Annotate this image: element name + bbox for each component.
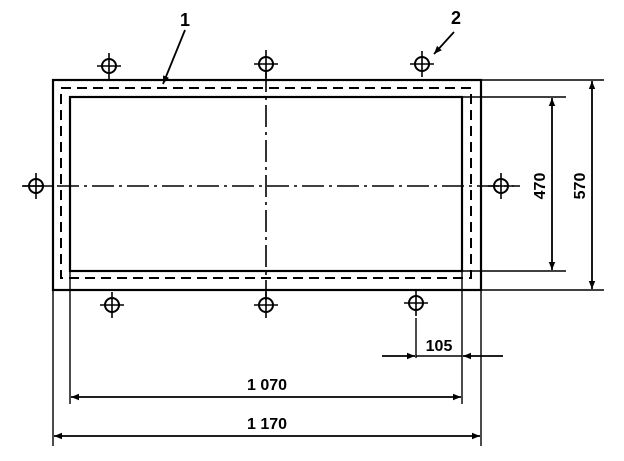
dim-label-outer-width: 1 170 — [247, 416, 287, 433]
callout-1-label: 1 — [180, 10, 190, 30]
outer-frame — [51, 78, 483, 292]
dim-label-inner-height: 470 — [532, 173, 549, 200]
hole-bottom-left — [100, 292, 124, 318]
hole-bottom-right — [404, 290, 428, 316]
hole-top-center — [254, 50, 278, 78]
dim-label-outer-height: 570 — [572, 173, 589, 200]
dim-label-inner-width: 1 070 — [247, 377, 287, 394]
hole-top-left — [97, 53, 121, 79]
dim-label-edge-offset: 105 — [426, 338, 453, 355]
hole-bottom-center — [254, 292, 278, 318]
callout-2-label: 2 — [451, 8, 461, 28]
hole-right — [488, 173, 514, 199]
dashed-seal-outline — [60, 87, 472, 279]
callout-2-leader — [433, 31, 455, 55]
callout-1-leader — [162, 29, 186, 85]
hole-top-right — [410, 51, 434, 77]
hole-left — [23, 173, 49, 199]
